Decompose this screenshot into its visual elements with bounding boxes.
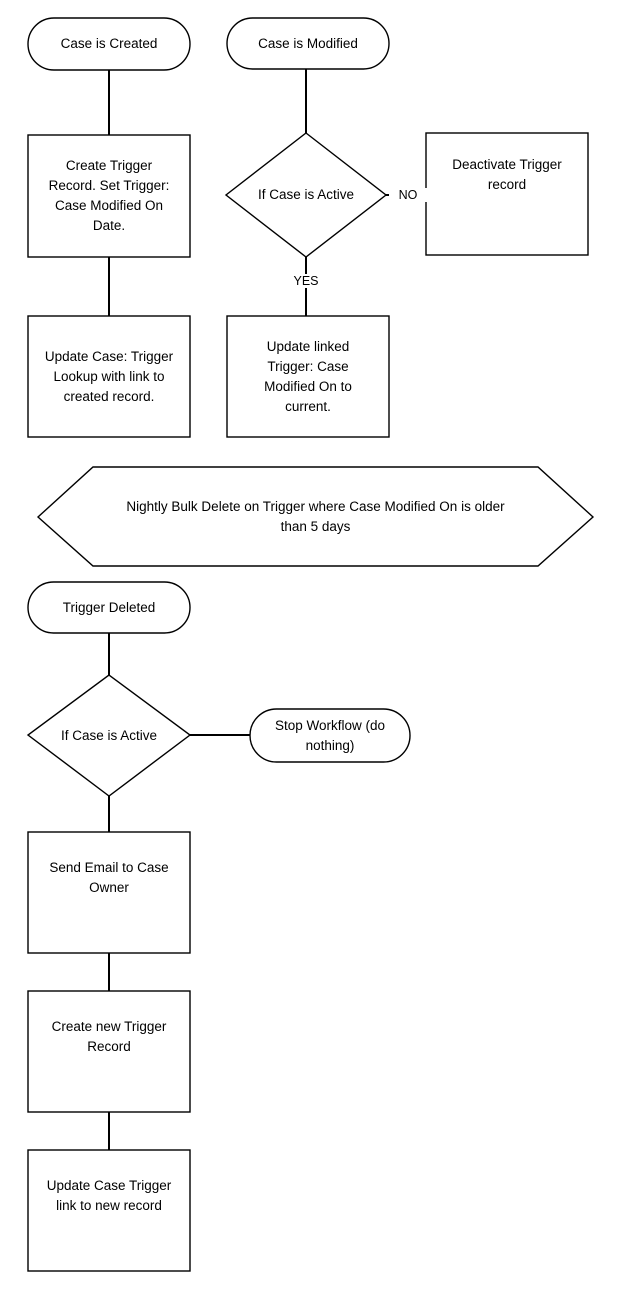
edge-label-yes: YES [289, 274, 323, 288]
node-case-modified[interactable] [226, 17, 390, 70]
node-stop-workflow[interactable] [249, 708, 411, 763]
node-deactivate-trigger-record[interactable] [425, 132, 589, 256]
node-case-created[interactable] [27, 17, 191, 71]
node-if-case-is-active-deleted[interactable] [26, 674, 192, 797]
node-nightly-bulk-delete[interactable] [36, 466, 595, 567]
node-create-new-trigger-record[interactable] [27, 990, 191, 1113]
node-if-case-is-active-modified[interactable] [224, 132, 388, 258]
node-update-case-trigger-lookup[interactable] [27, 315, 191, 438]
node-update-case-trigger-link[interactable] [27, 1149, 191, 1272]
node-send-email-case-owner[interactable] [27, 831, 191, 954]
edge-label-no: NO [389, 188, 427, 202]
node-create-trigger-record[interactable] [27, 134, 191, 258]
node-update-linked-trigger[interactable] [226, 315, 390, 438]
node-trigger-deleted[interactable] [27, 581, 191, 634]
